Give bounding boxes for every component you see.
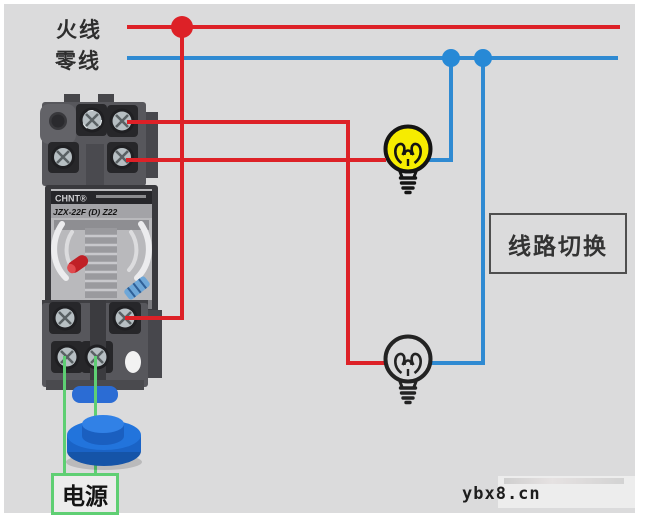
neutral-wire-label: 零线	[55, 50, 101, 73]
power-label-box: 电源	[51, 473, 119, 515]
live-wire-bus	[127, 25, 620, 29]
relay-image: CHNT® JZX-22F (D) Z22	[40, 94, 162, 403]
bulb-off-icon	[383, 334, 433, 405]
line-switch-label: 线路切换	[508, 232, 608, 259]
watermark-text: ybx8.cn	[462, 484, 541, 504]
relay-out1-wire-v	[346, 120, 350, 365]
bulb-bottom-neutral-wire-v	[481, 58, 485, 365]
live-wire-label: 火线	[56, 19, 102, 42]
bulb-on-icon	[383, 124, 433, 195]
bulb-bottom-neutral-wire-h	[431, 361, 483, 365]
line-switch-label-box: 线路切换	[489, 213, 627, 274]
relay-out1-to-bulb-wire	[346, 361, 386, 365]
relay-coil	[85, 234, 117, 292]
live-drop-wire	[180, 27, 184, 320]
bulb-top-neutral-wire-v	[449, 58, 453, 162]
bulb-top-neutral-wire-h	[429, 158, 453, 162]
relay-model-text: JZX-22F (D) Z22	[53, 207, 118, 217]
relay-brand-text: CHNT®	[55, 194, 87, 204]
push-button	[66, 415, 142, 470]
neutral-junction-dot-1	[442, 49, 460, 67]
neutral-wire-bus	[127, 56, 618, 60]
neutral-junction-dot-2	[474, 49, 492, 67]
live-junction-dot	[171, 16, 193, 38]
relay-out1-wire-h	[127, 120, 350, 124]
relay-screws-top	[51, 107, 135, 169]
relay-blue-component	[124, 276, 150, 300]
power-label: 电源	[62, 483, 108, 509]
live-to-relay-wire	[125, 316, 184, 320]
watermark-strip	[498, 476, 635, 508]
relay-out2-to-bulb-wire	[126, 158, 386, 162]
relay-led-indicator	[67, 255, 89, 274]
power-wire-left	[63, 356, 66, 478]
